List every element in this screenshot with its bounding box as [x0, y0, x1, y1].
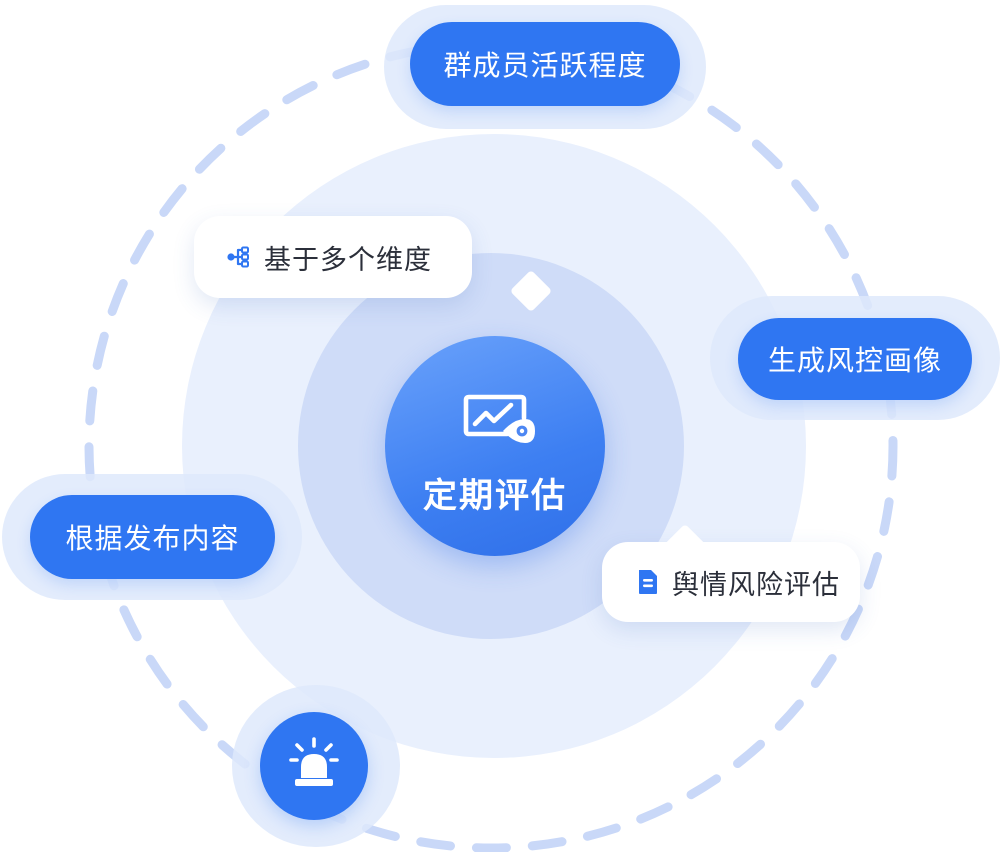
pill-published-content: 根据发布内容 [30, 495, 275, 579]
monitor-eye-icon [461, 390, 535, 446]
pill-risk-profile: 生成风控画像 [738, 318, 972, 400]
tree-branch-icon [226, 244, 252, 270]
bubble-sentiment-risk: 舆情风险评估 [602, 523, 860, 622]
pill-label: 生成风控画像 [767, 344, 942, 377]
alarm-node [260, 712, 368, 820]
bubble-dimensions: 基于多个维度 [194, 216, 553, 313]
document-icon [636, 568, 660, 596]
center-node: 定期评估 [385, 336, 605, 556]
pill-label: 根据发布内容 [65, 522, 240, 555]
bubble-label: 舆情风险评估 [672, 569, 840, 601]
alarm-light-icon [286, 736, 342, 792]
center-title: 定期评估 [423, 476, 567, 516]
dashed-orbit [84, 39, 898, 852]
pill-activity-level: 群成员活跃程度 [410, 22, 680, 106]
bubble-label: 基于多个维度 [264, 244, 432, 276]
pill-label: 群成员活跃程度 [443, 49, 647, 82]
